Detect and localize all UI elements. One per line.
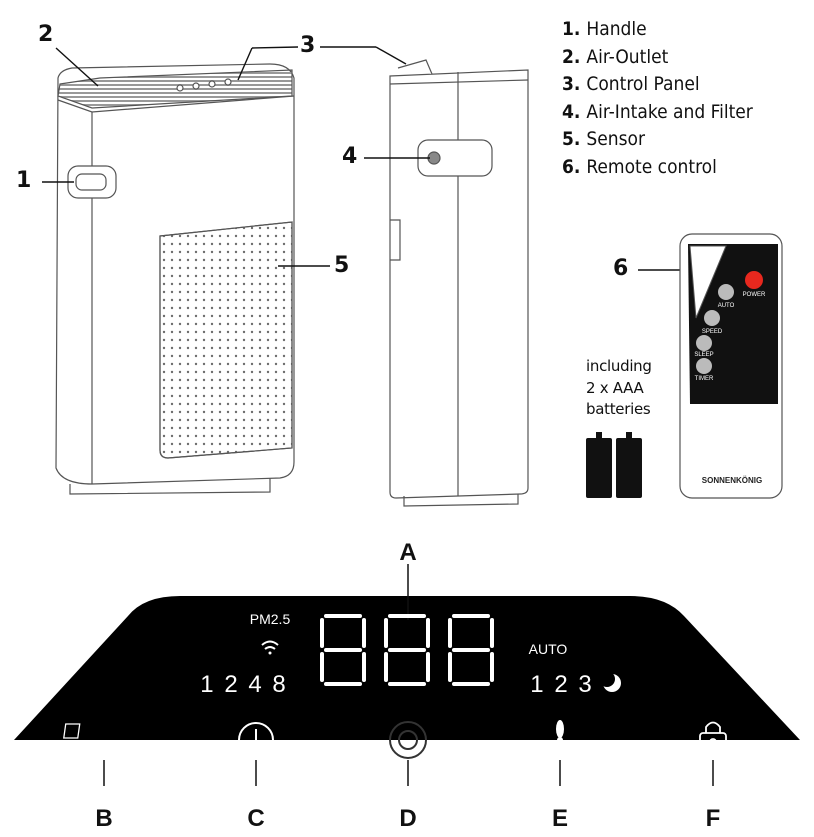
remote-auto-button (718, 284, 734, 300)
legend-item-air-intake: 4.Air-Intake and Filter (562, 100, 753, 123)
callout-3: 3 (300, 33, 316, 58)
batteries-icon (586, 432, 642, 498)
seven-segment-display (320, 614, 494, 686)
remote-speed-button (704, 310, 720, 326)
wifi-label: WiFi (93, 747, 115, 759)
power-button[interactable] (389, 721, 427, 759)
purifier-side-view (389, 59, 529, 507)
control-panel-buttons (176, 78, 232, 92)
legend-item-control-panel: 3.Control Panel (562, 73, 700, 95)
callout-1: 1 (16, 168, 32, 193)
label-b: B (95, 805, 112, 832)
panel-callout-lines (103, 564, 714, 786)
label-f: F (706, 805, 721, 832)
callout-5: 5 (334, 253, 350, 278)
speed-levels: 1 2 4 8 (200, 671, 287, 698)
purifier-front-view (55, 63, 295, 495)
batteries-label: including 2 x AAA batteries (586, 357, 652, 418)
remote-auto-label: AUTO (718, 303, 735, 309)
remote-sleep-button (696, 335, 712, 351)
wifi-module-icon (63, 723, 81, 739)
control-panel-top (397, 59, 433, 75)
legend-item-air-outlet: 2.Air-Outlet (562, 45, 669, 68)
moon-icon (599, 671, 621, 692)
lock-icon (699, 721, 727, 754)
power-ring-icon (389, 721, 427, 759)
wifi-status-icon (261, 640, 279, 655)
auto-label: AUTO (529, 641, 568, 657)
clock-icon (238, 722, 274, 758)
legend-item-remote: 6.Remote control (562, 155, 717, 178)
remote-control: POWER AUTO SPEED SLEEP TIMER SONNENKÖNIG (679, 233, 783, 499)
remote-brand: SONNENKÖNIG (702, 476, 762, 485)
legend-item-handle: 1.Handle (562, 18, 647, 40)
remote-timer-label: TIMER (695, 376, 714, 382)
label-d: D (399, 805, 416, 832)
remote-timer-button (696, 358, 712, 374)
callout-4: 4 (342, 144, 358, 169)
remote-power-label: POWER (743, 292, 766, 298)
fan-speed-button[interactable] (541, 720, 579, 754)
remote-speed-label: SPEED (702, 329, 723, 335)
purifier-diagram: POWER AUTO SPEED SLEEP TIMER SONNENKÖNIG (42, 46, 783, 507)
mode-levels: 1 2 3 (530, 671, 593, 698)
callout-6: 6 (613, 256, 629, 281)
air-outlet (57, 69, 293, 109)
label-e: E (552, 805, 568, 832)
label-c: C (247, 805, 264, 832)
pm25-label: PM2.5 (250, 611, 291, 627)
control-panel-display: PM2.5 1 2 4 8 AUTO 1 2 3 WiFi (14, 539, 800, 832)
child-lock-button[interactable] (699, 721, 727, 754)
callout-2: 2 (38, 22, 54, 47)
remote-power-button (745, 271, 763, 289)
timer-button[interactable] (238, 722, 274, 758)
wifi-button[interactable]: WiFi (63, 723, 115, 759)
fan-icon (542, 720, 578, 752)
label-a: A (399, 539, 416, 566)
air-intake-grill (159, 221, 293, 459)
legend: 1.Handle 2.Air-Outlet 3.Control Panel 4.… (562, 16, 753, 181)
callout-lines (42, 46, 696, 271)
remote-sleep-label: SLEEP (694, 352, 713, 358)
handle (67, 165, 117, 199)
legend-item-sensor: 5.Sensor (562, 128, 645, 150)
